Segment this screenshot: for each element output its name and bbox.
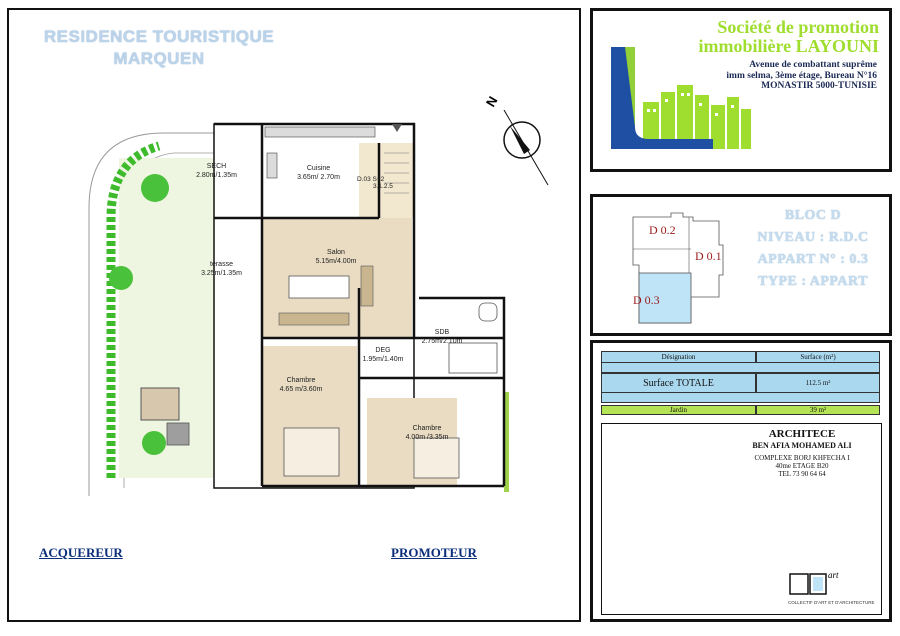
architect-name: BEN AFIA MOHAMED ALI: [752, 441, 852, 450]
info-box: Désignation Surface (m²) Surface TOTALE …: [590, 340, 892, 622]
room-name: Chambre: [412, 425, 442, 432]
garden-label: Jardin: [601, 405, 756, 415]
architect-details: ARCHITECE BEN AFIA MOHAMED ALI COMPLEXE …: [722, 428, 882, 478]
stair-label-1: D.03: [357, 176, 371, 183]
buyer-signature-label: ACQUEREUR: [39, 545, 123, 560]
key-unit-d03: D 0.3: [633, 293, 660, 307]
room-dims: 2.80m/1.35m: [196, 172, 237, 179]
room-label-chambre-2: Chambre 4.00m /3.35m: [397, 424, 457, 442]
stair-label-3: 3.1.2.5: [373, 183, 393, 190]
company-address: Avenue de combattant suprême imm selma, …: [677, 60, 877, 92]
room-name: DEG: [375, 347, 391, 354]
surface-total-label: Surface TOTALE: [601, 373, 756, 393]
room-dims: 2.75m/2.10m: [421, 338, 463, 345]
room-name: SDB: [434, 329, 450, 336]
project-title-line2: MARQUEN: [113, 49, 205, 68]
stair-label-2: S+2: [372, 176, 385, 183]
room-dims: 3.65m/ 2.70m: [297, 174, 340, 181]
key-plan: [632, 212, 724, 324]
promoter-signature-label: PROMOTEUR: [391, 545, 477, 560]
architect-tel: TEL 73 90 64 64: [778, 470, 826, 478]
architect-address2: 40me ETAGE B20: [775, 462, 829, 470]
bloc-box: D 0.2 D 0.1 D 0.3 BLOC D NIVEAU : R.D.C …: [590, 194, 892, 336]
room-label-salon: Salon 5.15m/4.00m: [301, 248, 371, 266]
company-name-line1: Société de promotion: [717, 17, 879, 37]
architect-logo-text: art: [828, 570, 839, 580]
floor-plan: [88, 122, 509, 496]
company-name: Société de promotion immobilière LAYOUNI: [659, 18, 879, 56]
architect-panel: ARCHITECE BEN AFIA MOHAMED ALI COMPLEXE …: [601, 423, 882, 615]
room-label-chambre-1: Chambre 4.65 m/3.60m: [271, 376, 331, 394]
plan-frame: RESIDENCE TOURISTIQUE MARQUEN N: [7, 8, 581, 622]
surface-header-surface: Surface (m²): [756, 351, 880, 363]
bloc-appart: APPART N° : 0.3: [757, 252, 869, 267]
stair-label: D.03 S+2 3.1.2.5: [357, 176, 427, 190]
surface-spacer-row: [601, 363, 880, 373]
architect-title: ARCHITECE: [768, 428, 836, 440]
key-unit-d01: D 0.1: [695, 249, 722, 263]
north-arrow-icon: [503, 109, 549, 186]
room-name: Cuisine: [306, 165, 331, 172]
company-address-line1: Avenue de combattant suprême: [749, 60, 877, 70]
architect-logo-icon: [789, 573, 827, 595]
architect-address1: COMPLEXE BORJ KHFECHA I: [754, 454, 850, 462]
bloc-level: NIVEAU : R.D.C: [757, 230, 869, 245]
architect-logo-caption: COLLECTIF D'ART ET D'ARCHITECTURE: [788, 600, 875, 605]
bloc-info: BLOC D NIVEAU : R.D.C APPART N° : 0.3 TY…: [738, 205, 888, 293]
company-box: Société de promotion immobilière LAYOUNI…: [590, 8, 892, 172]
room-dims: 3.25m/1.35m: [201, 270, 242, 277]
room-dims: 4.65 m/3.60m: [279, 386, 323, 393]
garden-value: 39 m²: [756, 405, 880, 415]
surface-total-value: 112.5 m²: [756, 373, 880, 393]
project-title: RESIDENCE TOURISTIQUE MARQUEN: [19, 26, 299, 70]
room-dims: 5.15m/4.00m: [315, 258, 357, 265]
room-name: Salon: [327, 249, 345, 256]
company-name-line2: immobilière LAYOUNI: [698, 36, 879, 56]
company-logo: [603, 47, 753, 149]
room-name: SECH: [206, 163, 227, 170]
project-title-line1: RESIDENCE TOURISTIQUE: [43, 27, 275, 46]
surface-header-designation: Désignation: [601, 351, 756, 363]
room-label-sdb: SDB 2.75m/2.10m: [412, 328, 472, 346]
room-name: Chambre: [286, 377, 316, 384]
room-label-sech: SECH 2.80m/1.35m: [194, 162, 239, 180]
key-unit-d02: D 0.2: [649, 223, 676, 237]
company-address-line2: imm selma, 3ème étage, Bureau N°16: [726, 70, 877, 81]
bloc-type: TYPE : APPART: [758, 274, 868, 289]
room-name: terasse: [210, 261, 233, 268]
company-address-line3: MONASTIR 5000-TUNISIE: [761, 81, 877, 91]
bloc-name: BLOC D: [784, 208, 842, 223]
building-logo-icon: [611, 47, 751, 149]
room-dims: 4.00m /3.35m: [405, 434, 449, 441]
room-label-deg: DEG 1.95m/1.40m: [353, 346, 413, 364]
room-label-terasse: terasse 3.25m/1.35m: [194, 260, 249, 278]
surface-blank-row: [601, 393, 880, 403]
room-label-cuisine: Cuisine 3.65m/ 2.70m: [281, 164, 356, 182]
room-dims: 1.95m/1.40m: [362, 356, 404, 363]
